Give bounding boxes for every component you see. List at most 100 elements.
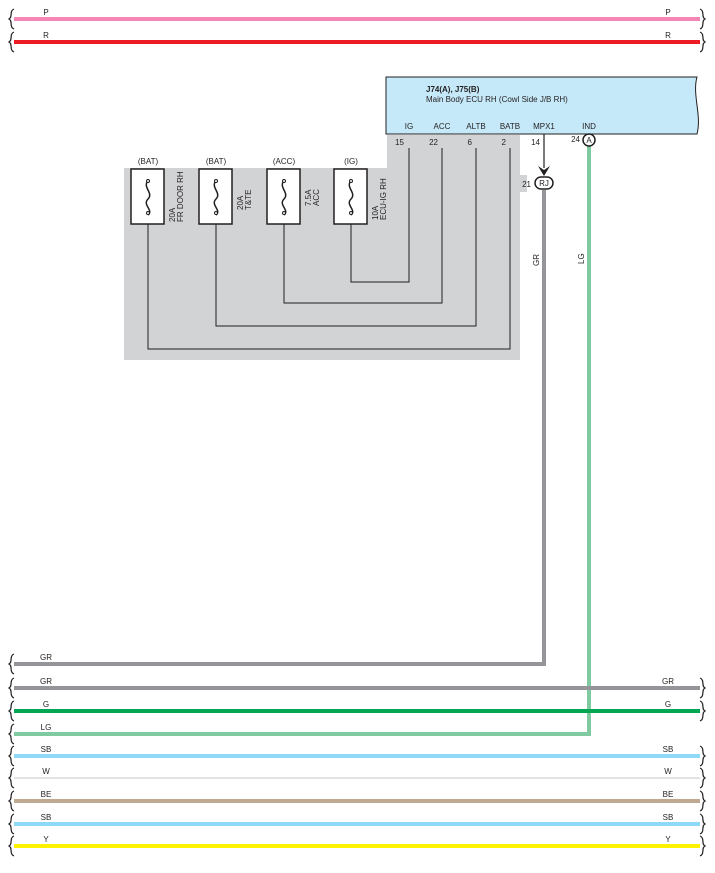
bottom-wire-1-left-brace-icon [7, 677, 15, 699]
bottom-wire-4-left-brace-icon [7, 745, 15, 767]
top-wire-0-left-brace-icon [7, 8, 15, 30]
connector-rj-label: RJ [539, 179, 549, 188]
wire-lg-vertical [14, 146, 591, 736]
bottom-wire-0-left-brace-icon [7, 653, 15, 675]
bottom-wire-6-left-brace-icon [7, 790, 15, 812]
ecu-box-outline [385, 76, 699, 135]
bottom-wire-8-left-brace-icon [7, 835, 15, 857]
fuse-terminal-icon [146, 211, 150, 215]
fuse-terminal-icon [214, 179, 218, 183]
circuit-acc [283, 148, 443, 304]
top-wire-1-left-brace-icon [7, 31, 15, 53]
ecu-pin-name-batb: BATB [500, 122, 520, 131]
bottom-wire-6-left-label: BE [41, 790, 52, 799]
internal-circuits [147, 148, 511, 350]
bottom-wire-1-right-label: GR [662, 677, 674, 686]
junction-arrow-icon [538, 166, 550, 176]
fuse-rating: 10A [371, 205, 380, 220]
fuse-name: ACC [312, 189, 321, 206]
bottom-wire-5-left-label: W [42, 767, 50, 776]
fuse-name: ECU-IG RH [379, 178, 388, 220]
ecu-pin-num-batb: 2 [502, 138, 507, 147]
bottom-wire-3-left-brace-icon [7, 723, 15, 745]
fuse-element-icon [348, 180, 354, 216]
fuse-ecu-ig-rh: 10A ECU-IG RH [333, 168, 388, 225]
bottom-wire-1-right-brace-icon [699, 677, 707, 699]
top-wire-1-right-brace-icon [699, 31, 707, 53]
bottom-wire-2-right-label: G [665, 700, 671, 709]
ecu-pin-num-ind: 24 [571, 135, 580, 144]
fuse-element-icon [213, 180, 219, 216]
ecu-title: J74(A), J75(B) [426, 85, 480, 94]
fuse-element-icon [145, 180, 151, 216]
bottom-wire-5-left-brace-icon [7, 767, 15, 789]
fuse-supply-3: (ACC) [273, 157, 296, 166]
fuse-body [130, 168, 165, 225]
wire-label-gr-vertical: GR [532, 254, 541, 266]
fuse-rating: 20A [236, 195, 245, 210]
ecu-pin-name-ind: IND [582, 122, 596, 131]
bottom-wire-7-right-brace-icon [699, 813, 707, 835]
fuse-fr-door-rh: 20A FR DOOR RH [130, 168, 185, 225]
circuit-batb [147, 148, 511, 350]
top-wire-0-right-label: P [665, 8, 670, 17]
bottom-wire-7-left-brace-icon [7, 813, 15, 835]
top-wire-0-right-brace-icon [699, 8, 707, 30]
fuse-body [198, 168, 233, 225]
fuse-element-icon [281, 180, 287, 216]
ecu-subtitle: Main Body ECU RH (Cowl Side J/B RH) [426, 95, 568, 104]
fuse-terminal-icon [282, 179, 286, 183]
bottom-wire-6-right-brace-icon [699, 790, 707, 812]
fuse-rating: 20A [168, 207, 177, 222]
ecu-pin-num-acc: 22 [429, 138, 438, 147]
bottom-wire-4-left-label: SB [41, 745, 52, 754]
ecu-pin-num-mpx1: 14 [531, 138, 540, 147]
fuse-supply-1: (BAT) [138, 157, 159, 166]
wire-label-lg-vertical: LG [577, 253, 586, 264]
bottom-wire-5-right-brace-icon [699, 767, 707, 789]
bottom-wire-5-right-label: W [664, 767, 672, 776]
connector-rj [534, 176, 554, 190]
bottom-wire-6-right-label: BE [663, 790, 674, 799]
ecu-box: J74(A), J75(B) Main Body ECU RH (Cowl Si… [385, 76, 699, 135]
bottom-wire-7-right-label: SB [663, 813, 674, 822]
bottom-wire-4-right-brace-icon [699, 745, 707, 767]
bottom-wire-0-left-label: GR [40, 653, 52, 662]
junction-pin-num: 21 [522, 180, 531, 189]
bottom-wire-1-left-label: GR [40, 677, 52, 686]
fuse-acc: 7.5A ACC [266, 168, 321, 225]
fuse-terminal-icon [349, 211, 353, 215]
bottom-wire-8-left-label: Y [43, 835, 49, 844]
fuse-t-te: 20A T&TE [198, 168, 253, 225]
fuse-body [333, 168, 368, 225]
wire-gr-vertical [14, 190, 546, 666]
bottom-wire-2-left-brace-icon [7, 700, 15, 722]
bottom-wire-7-left-label: SB [41, 813, 52, 822]
bottom-wire-8-right-label: Y [665, 835, 671, 844]
top-wire-1-left-label: R [43, 31, 49, 40]
fuse-supply-4: (IG) [344, 157, 358, 166]
circuit-altb [215, 148, 477, 327]
fuse-body [266, 168, 301, 225]
fuse-terminal-icon [282, 211, 286, 215]
fuse-name: T&TE [244, 190, 253, 210]
ecu-pin-name-mpx1: MPX1 [533, 122, 555, 131]
ecu-pin-num-ig: 15 [395, 138, 404, 147]
top-wire-0-left-label: P [43, 8, 48, 17]
ecu-pin-num-altb: 6 [468, 138, 473, 147]
fuse-terminal-icon [146, 179, 150, 183]
bottom-wire-3-left-label: LG [41, 723, 52, 732]
fuse-terminal-icon [214, 211, 218, 215]
fuse-rating: 7.5A [304, 189, 313, 206]
bottom-wire-2-right-brace-icon [699, 700, 707, 722]
bottom-wire-2-left-label: G [43, 700, 49, 709]
ecu-pin-name-altb: ALTB [466, 122, 485, 131]
bottom-wire-4-right-label: SB [663, 745, 674, 754]
fuse-supply-2: (BAT) [206, 157, 227, 166]
circuit-ig [350, 148, 410, 283]
connector-a [582, 133, 596, 147]
bottom-wire-8-right-brace-icon [699, 835, 707, 857]
ecu-pin-name-ig: IG [405, 122, 413, 131]
